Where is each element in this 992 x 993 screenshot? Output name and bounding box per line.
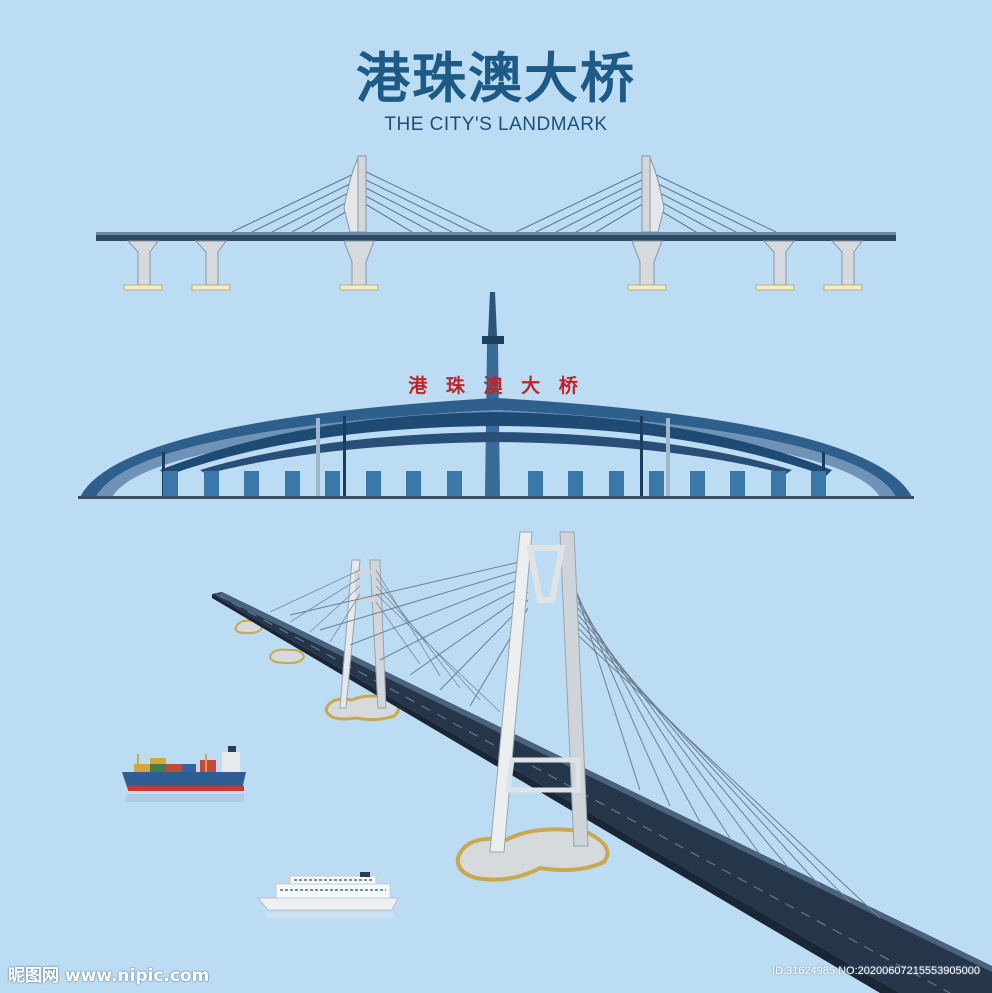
near-cables	[289, 559, 881, 919]
page-subtitle: THE CITY'S LANDMARK	[384, 114, 608, 135]
arch-inner	[160, 412, 832, 476]
pylon-left	[357, 155, 367, 233]
watermark-id: ID:31624985 NO:20200607215553905000	[772, 965, 980, 977]
pylon-right	[641, 155, 651, 233]
arch-outer	[80, 398, 912, 497]
pier-footings	[123, 284, 863, 291]
bridge-piers	[126, 240, 863, 286]
arch-bridge: 港 珠 澳 大 桥	[78, 292, 914, 499]
perspective-deck	[212, 592, 992, 993]
cable-stayed-bridge-side	[96, 155, 896, 291]
watermark-site: 昵图网 www.nipic.com	[8, 966, 210, 986]
pylon-islands	[234, 619, 610, 882]
stay-cables-left	[231, 169, 493, 233]
arch-sign-text: 港 珠 澳 大 桥	[408, 374, 583, 397]
bridge-deck	[96, 232, 896, 241]
far-cables	[269, 569, 501, 713]
pylon-near	[489, 531, 589, 853]
arch-blocks	[163, 471, 826, 497]
arch-base-line	[78, 496, 914, 499]
cruise-ship	[256, 872, 399, 918]
cargo-ship	[122, 746, 246, 802]
page-title: 港珠澳大桥	[356, 47, 636, 110]
spire	[488, 292, 497, 336]
perspective-bridge	[122, 531, 992, 993]
